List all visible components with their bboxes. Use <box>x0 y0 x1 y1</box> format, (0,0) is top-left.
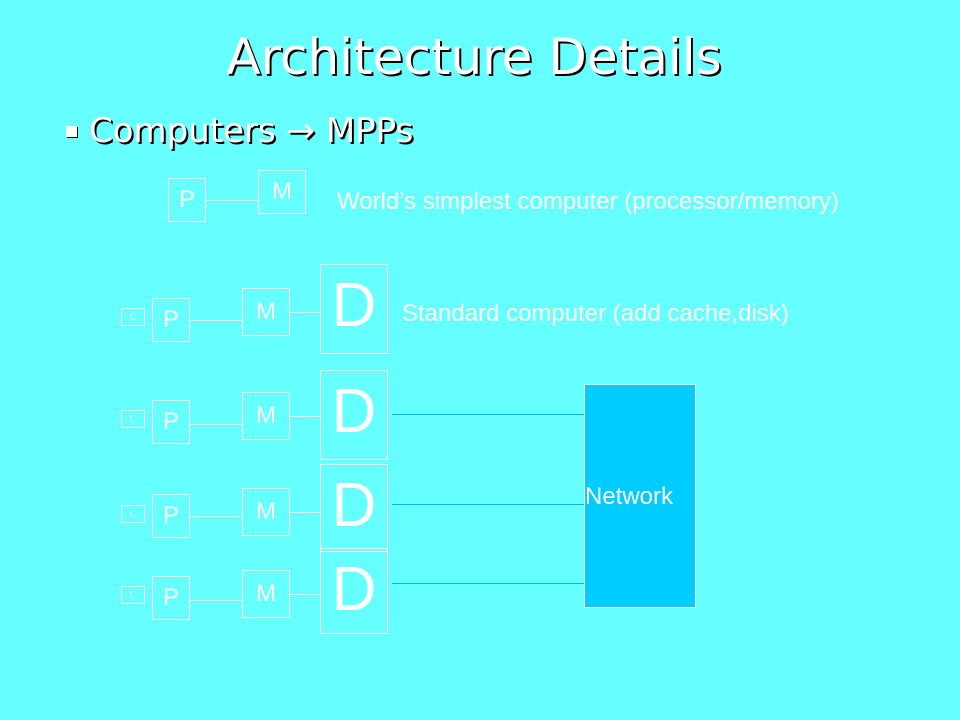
node-2-network-link <box>392 504 584 505</box>
simple-computer-caption: World’s simplest computer (processor/mem… <box>337 188 839 215</box>
simple-memory-box: M <box>258 170 306 214</box>
standard-computer-caption: Standard computer (add cache,disk) <box>402 300 789 327</box>
standard-connector-md <box>290 312 320 313</box>
node-1-disk-box: D <box>320 370 388 460</box>
node-1-cache-box: C <box>121 410 145 428</box>
node-3-disk-box: D <box>320 548 388 634</box>
standard-memory-box: M <box>242 288 290 336</box>
node-3-processor-box: P <box>152 576 190 620</box>
node-3-memory-box: M <box>242 570 290 618</box>
node-1-connector-pm <box>190 424 242 425</box>
node-1-connector-md <box>290 416 320 417</box>
square-bullet-icon <box>66 125 77 137</box>
slide-title: Architecture Details <box>226 28 722 86</box>
node-2-connector-md <box>290 512 320 513</box>
node-1-processor-box: P <box>152 400 190 444</box>
simple-processor-box: P <box>168 178 206 222</box>
node-3-connector-pm <box>190 600 242 601</box>
node-2-disk-box: D <box>320 464 388 552</box>
bullet-text: Computers → MPPs <box>89 111 414 151</box>
node-2-memory-box: M <box>242 488 290 536</box>
standard-processor-box: P <box>152 298 190 342</box>
standard-cache-box: C <box>121 308 145 326</box>
node-2-cache-box: C <box>121 505 145 523</box>
simple-connector <box>206 200 258 201</box>
node-1-memory-box: M <box>242 392 290 440</box>
node-3-connector-md <box>290 594 320 595</box>
standard-connector-pm <box>190 320 242 321</box>
node-1-network-link <box>392 414 584 415</box>
standard-disk-box: D <box>320 264 388 354</box>
bullet-item: Computers → MPPs <box>66 106 413 156</box>
network-label: Network <box>585 483 674 510</box>
node-3-cache-box: C <box>121 586 145 604</box>
node-3-network-link <box>392 583 584 584</box>
network-box: Network <box>584 384 696 608</box>
node-2-processor-box: P <box>152 494 190 538</box>
node-2-connector-pm <box>190 516 242 517</box>
